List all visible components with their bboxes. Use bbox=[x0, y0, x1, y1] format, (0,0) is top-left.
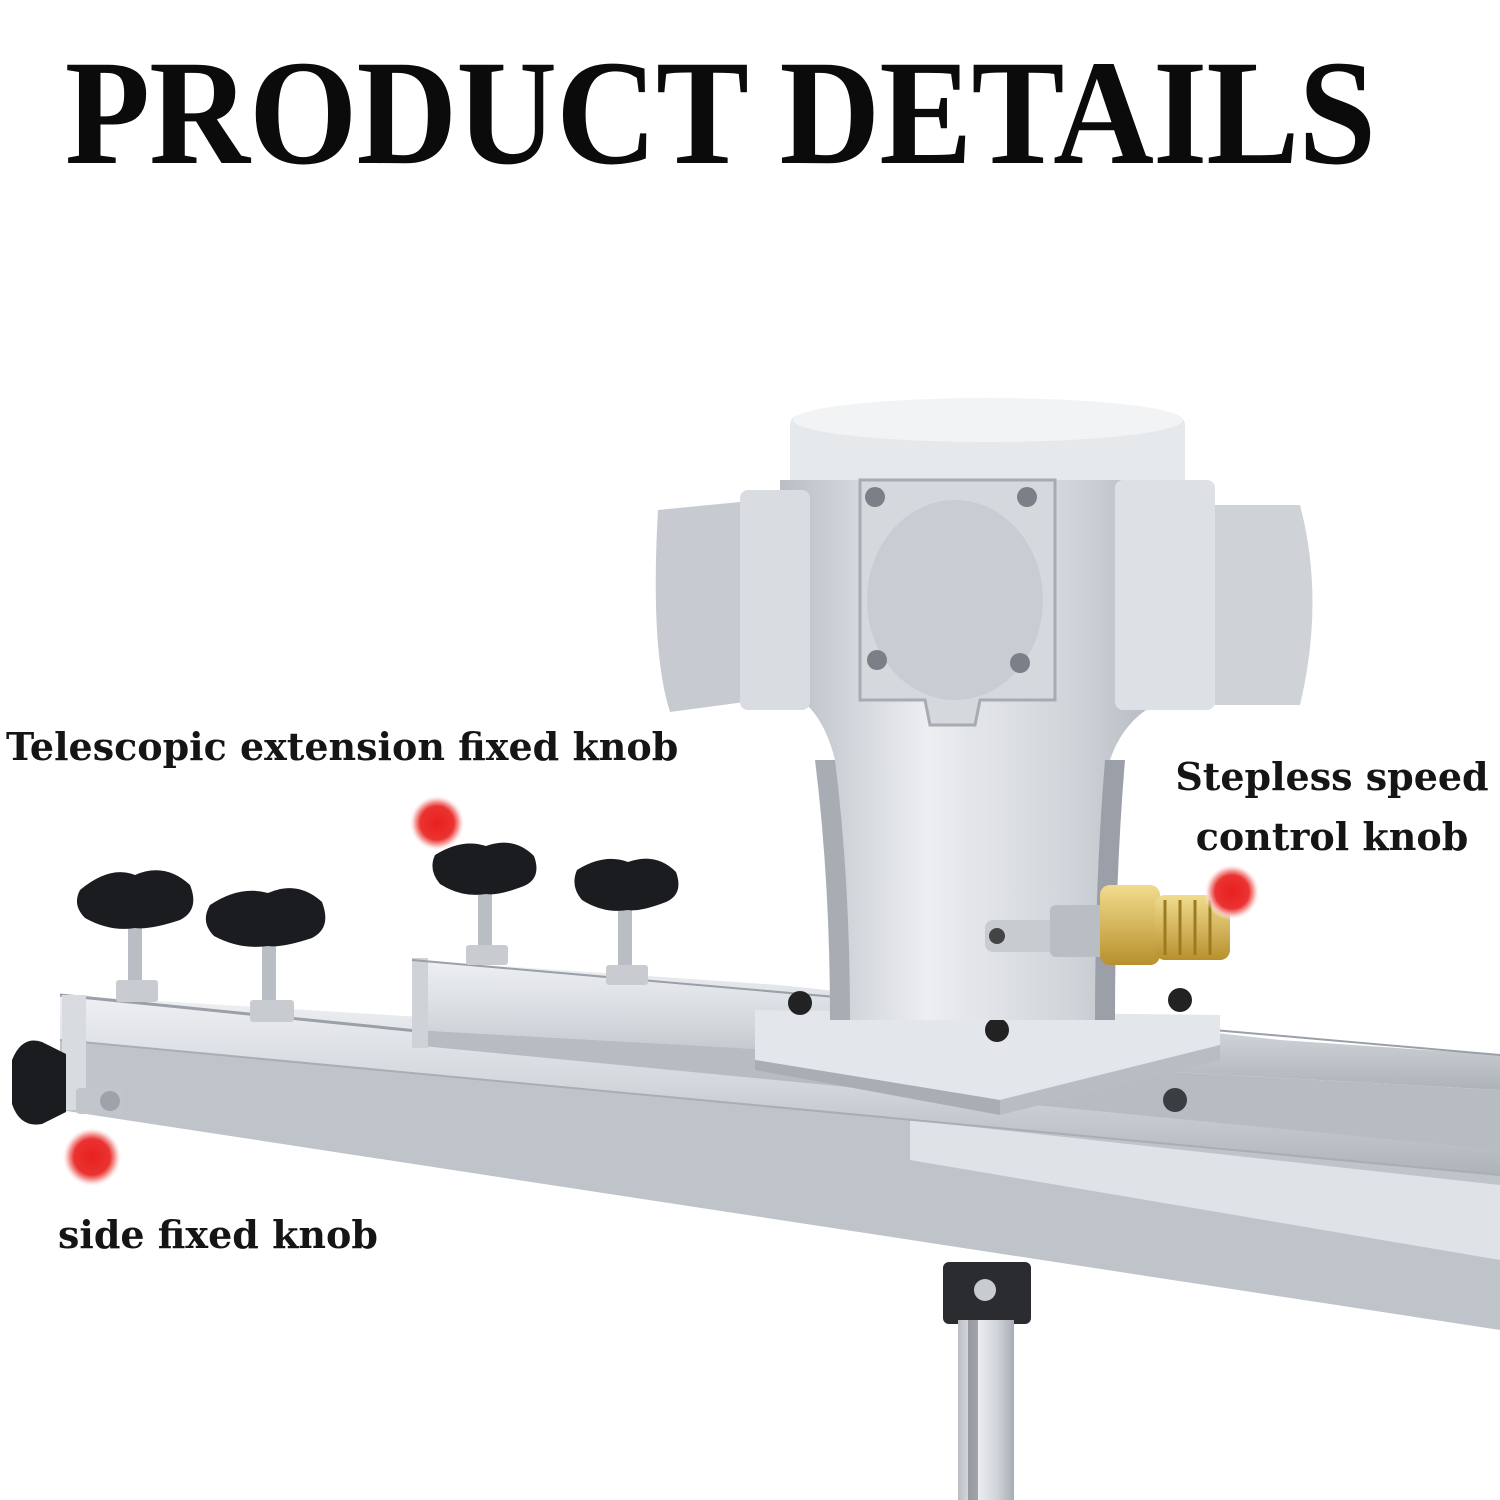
callout-telescopic-extension-fixed-knob: Telescopic extension fixed knob bbox=[6, 724, 679, 769]
callout-speed-line-2: control knob bbox=[1195, 814, 1469, 860]
star-knob-2 bbox=[205, 888, 326, 1022]
page-title: PRODUCT DETAILS bbox=[64, 30, 1376, 196]
marker-speed-knob bbox=[1204, 864, 1260, 920]
callout-side-fixed-knob: side fixed knob bbox=[58, 1212, 378, 1257]
marker-telescopic-knob bbox=[409, 795, 465, 851]
star-knob-4 bbox=[574, 858, 679, 985]
stand-pole bbox=[943, 1262, 1031, 1500]
air-inlet-valve bbox=[985, 885, 1230, 965]
air-motor bbox=[655, 398, 1313, 1020]
base-plate bbox=[755, 988, 1220, 1115]
callout-stepless-speed-control-knob: Stepless speed control knob bbox=[1172, 754, 1492, 861]
star-knob-3 bbox=[432, 842, 537, 965]
side-knob bbox=[12, 1040, 124, 1125]
marker-side-knob bbox=[62, 1127, 122, 1187]
callout-speed-line-1: Stepless speed bbox=[1175, 754, 1489, 799]
star-knob-1 bbox=[76, 870, 194, 1002]
